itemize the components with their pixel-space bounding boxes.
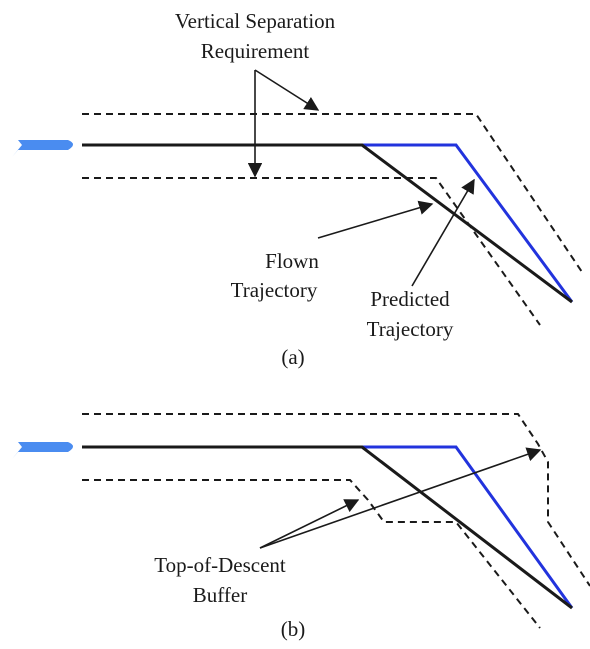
vsr-label-line2: Requirement — [201, 39, 310, 63]
panel-a-caption: (a) — [281, 345, 304, 369]
flown-trajectory — [82, 143, 573, 304]
predicted-label-line1: Predicted — [370, 287, 450, 311]
predicted-trajectory — [362, 143, 574, 303]
buffer-upper-bound — [82, 413, 590, 587]
tod-arrow-upper — [259, 447, 542, 549]
flown-label-line2: Trajectory — [231, 278, 318, 302]
separation-lower-bound — [82, 177, 541, 326]
predicted-label-line2: Trajectory — [367, 317, 454, 341]
predicted-trajectory — [362, 445, 574, 609]
predicted-arrow — [411, 178, 475, 287]
flown-trajectory — [82, 445, 573, 610]
tod-label-line1: Top-of-Descent — [154, 553, 286, 577]
tod-label-line2: Buffer — [193, 583, 247, 607]
panel-a: Vertical Separation Requirement Flown Tr… — [10, 9, 583, 369]
vsr-arrow-upper — [254, 69, 320, 111]
panel-b: Top-of-Descent Buffer (b) — [10, 413, 590, 641]
panel-b-caption: (b) — [281, 617, 306, 641]
flown-arrow — [317, 200, 434, 239]
buffer-lower-bound — [82, 479, 541, 629]
tod-arrow-lower — [259, 499, 360, 549]
aircraft-icon — [10, 130, 73, 157]
vsr-label-line1: Vertical Separation — [175, 9, 336, 33]
separation-upper-bound — [82, 113, 583, 273]
aircraft-icon — [10, 432, 73, 459]
flown-label-line1: Flown — [265, 249, 319, 273]
